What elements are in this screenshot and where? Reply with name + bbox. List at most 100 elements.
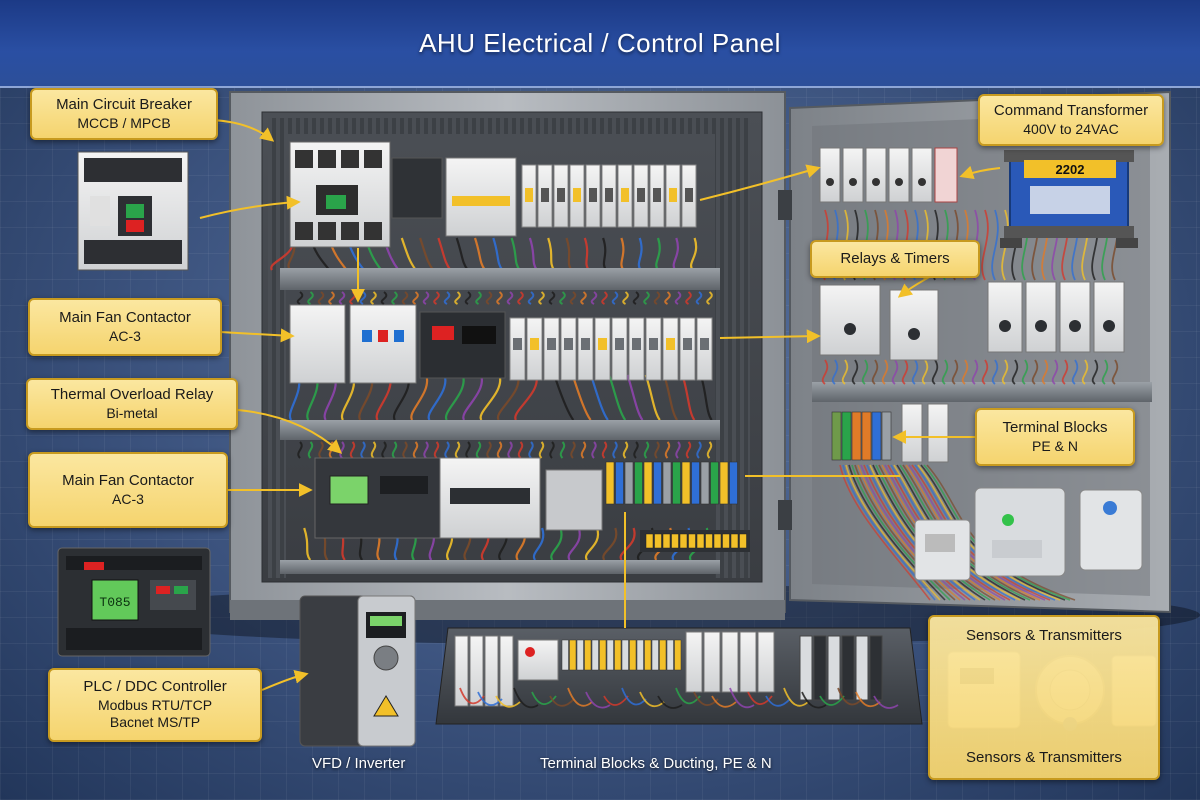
- tray-terminal: [799, 635, 813, 701]
- tray-terminal: [591, 639, 599, 671]
- timer-relay: [987, 281, 1023, 353]
- timer-knob: [1035, 320, 1047, 332]
- mid-module-toggle: [615, 338, 624, 350]
- callout-terminal-blocks: Terminal Blocks PE & N: [975, 408, 1135, 466]
- terminal-block: [696, 533, 705, 549]
- door-terminal-block: [851, 411, 862, 461]
- wire: [486, 441, 492, 459]
- tray-terminal: [651, 639, 659, 671]
- callout-command-transformer: Command Transformer 400V to 24VAC: [978, 94, 1164, 146]
- callout-plc-protocol-2: Bacnet MS/TP: [109, 714, 201, 731]
- wire: [433, 291, 440, 305]
- door-wire: [1081, 359, 1089, 385]
- standalone-plc: T085: [57, 547, 211, 657]
- terminal-block: [679, 533, 688, 549]
- callout-terminal-title: Terminal Blocks: [1002, 418, 1108, 436]
- door-wire: [961, 359, 969, 385]
- tray-wire: [837, 687, 863, 706]
- tray-wire: [729, 687, 755, 709]
- top-row-devices: [289, 141, 697, 248]
- tray-device: [517, 639, 559, 681]
- terminal-block: [653, 461, 662, 505]
- tray-wire: [603, 695, 629, 706]
- door-terminal-block: [901, 403, 923, 463]
- terminal-block: [681, 461, 691, 505]
- callout-main-breaker-sub: MCCB / MPCB: [77, 114, 171, 131]
- wire: [569, 291, 577, 305]
- wire: [475, 441, 482, 459]
- door-wire: [845, 464, 941, 601]
- wire: [601, 441, 608, 459]
- door-wire: [1071, 359, 1079, 385]
- label-terminal-ducting: Terminal Blocks & Ducting, PE & N: [540, 755, 772, 772]
- tray-terminal: [674, 639, 682, 671]
- standalone-breaker: [77, 151, 189, 271]
- door-wire: [881, 359, 889, 385]
- tray-breaker: [703, 631, 721, 693]
- wire: [401, 291, 409, 305]
- wire: [601, 291, 608, 305]
- door-wire: [1091, 359, 1099, 385]
- middle-row-devices: [289, 304, 713, 384]
- callout-thermal-sub: Bi-metal: [106, 404, 158, 421]
- terminal-block: [662, 533, 671, 549]
- tray-wire: [567, 687, 593, 707]
- terminal-block: [730, 533, 739, 549]
- wire: [591, 441, 597, 459]
- tray-breaker: [454, 635, 469, 707]
- wire: [674, 291, 682, 305]
- wire: [654, 441, 660, 459]
- tray-wire: [513, 687, 539, 709]
- wire: [675, 441, 681, 459]
- mid-module-toggle: [547, 338, 556, 350]
- wire: [318, 441, 324, 459]
- terminal-block: [691, 461, 700, 505]
- terminal-block: [634, 461, 643, 505]
- wire: [422, 291, 430, 305]
- callout-contactor-2-title: Main Fan Contactor: [62, 471, 194, 489]
- relay-indicator: [918, 178, 926, 186]
- callout-sensors-title: Sensors & Transmitters: [966, 627, 1122, 644]
- wire: [381, 441, 387, 459]
- tray-terminal: [584, 639, 592, 671]
- door-wire: [851, 359, 859, 385]
- wire: [580, 441, 587, 459]
- door-terminal-block: [871, 411, 882, 461]
- wire: [427, 374, 447, 421]
- wire: [297, 441, 303, 459]
- wire: [538, 441, 545, 459]
- door-wire: [872, 464, 986, 601]
- tray-terminal: [606, 639, 614, 671]
- wire: [643, 441, 650, 459]
- tray-terminal: [644, 639, 652, 671]
- tray-terminal: [855, 635, 869, 701]
- wire: [622, 441, 629, 459]
- callout-terminal-sub: PE & N: [1032, 437, 1078, 454]
- terminal-block: [624, 461, 634, 505]
- wire: [559, 441, 566, 459]
- wire: [643, 291, 650, 305]
- wire: [559, 291, 566, 305]
- terminal-block: [729, 461, 738, 505]
- wire: [622, 291, 629, 305]
- tray-wire: [855, 691, 881, 708]
- door-wire: [971, 359, 979, 385]
- tray-terminal: [636, 639, 644, 671]
- tray-wire: [639, 691, 665, 708]
- tray-wire: [819, 695, 845, 706]
- wire: [527, 291, 535, 305]
- door-wire: [871, 359, 879, 385]
- wire: [443, 291, 451, 305]
- wire: [412, 441, 419, 459]
- door-wire: [821, 359, 829, 385]
- door-wire: [1101, 359, 1109, 385]
- door-terminal-block: [927, 403, 949, 463]
- door-wire: [851, 464, 951, 601]
- door-wire: [901, 359, 909, 385]
- tray-wire: [711, 695, 737, 708]
- tray-breaker: [469, 635, 484, 707]
- relay-indicator: [826, 178, 834, 186]
- wire: [608, 374, 627, 421]
- timer-knob: [1103, 320, 1115, 332]
